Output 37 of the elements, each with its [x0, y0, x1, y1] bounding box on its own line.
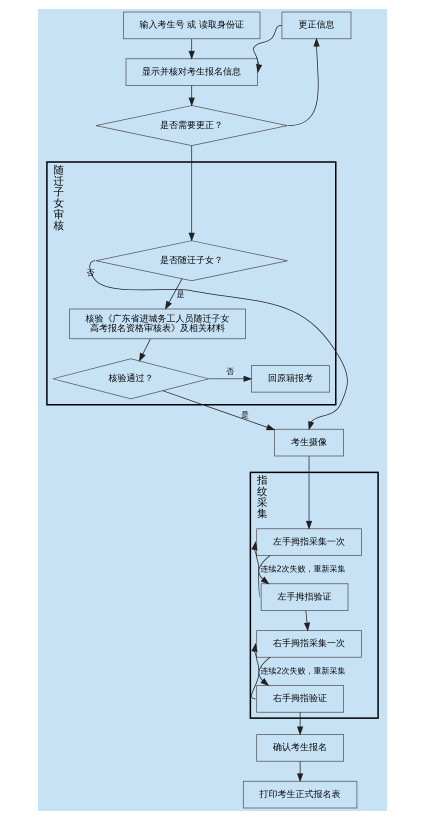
arrow [304, 610, 310, 632]
arrow [188, 145, 195, 242]
arrow [297, 761, 304, 782]
node-box: 回原籍报考 [251, 365, 330, 393]
node-box: 左手拇指采集一次 [256, 528, 362, 556]
arrow [164, 278, 182, 310]
arrow [251, 541, 260, 598]
node-box: 核验《广东省进城务工人员随迁子女高考报名资格审核表》及相关材料 [69, 308, 246, 340]
node-box: 右手拇指采集一次 [256, 630, 362, 658]
arrow [252, 24, 282, 74]
edge-label: 是 [176, 288, 185, 299]
arrow [258, 555, 271, 584]
edge-label: 连续2次失败，重新采集 [260, 665, 346, 676]
node-box: 右手拇指验证 [256, 685, 344, 713]
arrow [251, 642, 260, 700]
arrow [208, 376, 252, 382]
edge-label: 否 [226, 366, 234, 376]
node-box: 确认考生报名 [256, 734, 344, 762]
arrow [258, 656, 271, 686]
arrow [288, 38, 320, 126]
arrow [188, 38, 195, 60]
node-diamond: 是否需要更正？ [96, 105, 288, 146]
node-diamond: 核验通过？ [52, 358, 210, 400]
node-box: 左手拇指验证 [260, 583, 348, 611]
node-box: 考生摄像 [274, 428, 344, 456]
edge-label: 是 [241, 409, 250, 420]
arrow [89, 260, 348, 430]
node-box: 显示并核对考生报名信息 [126, 58, 258, 86]
arrow [297, 712, 304, 736]
arrow [188, 85, 195, 107]
node-diamond: 是否随迁子女？ [96, 240, 288, 282]
arrow [306, 456, 312, 530]
node-box: 打印考生正式报名表 [242, 780, 358, 808]
node-box: 更正信息 [282, 12, 352, 40]
arrow [138, 338, 151, 362]
edge-label: 连续2次失败，重新采集 [260, 564, 346, 574]
node-box: 输入考生号 或 读取身份证 [123, 12, 260, 40]
